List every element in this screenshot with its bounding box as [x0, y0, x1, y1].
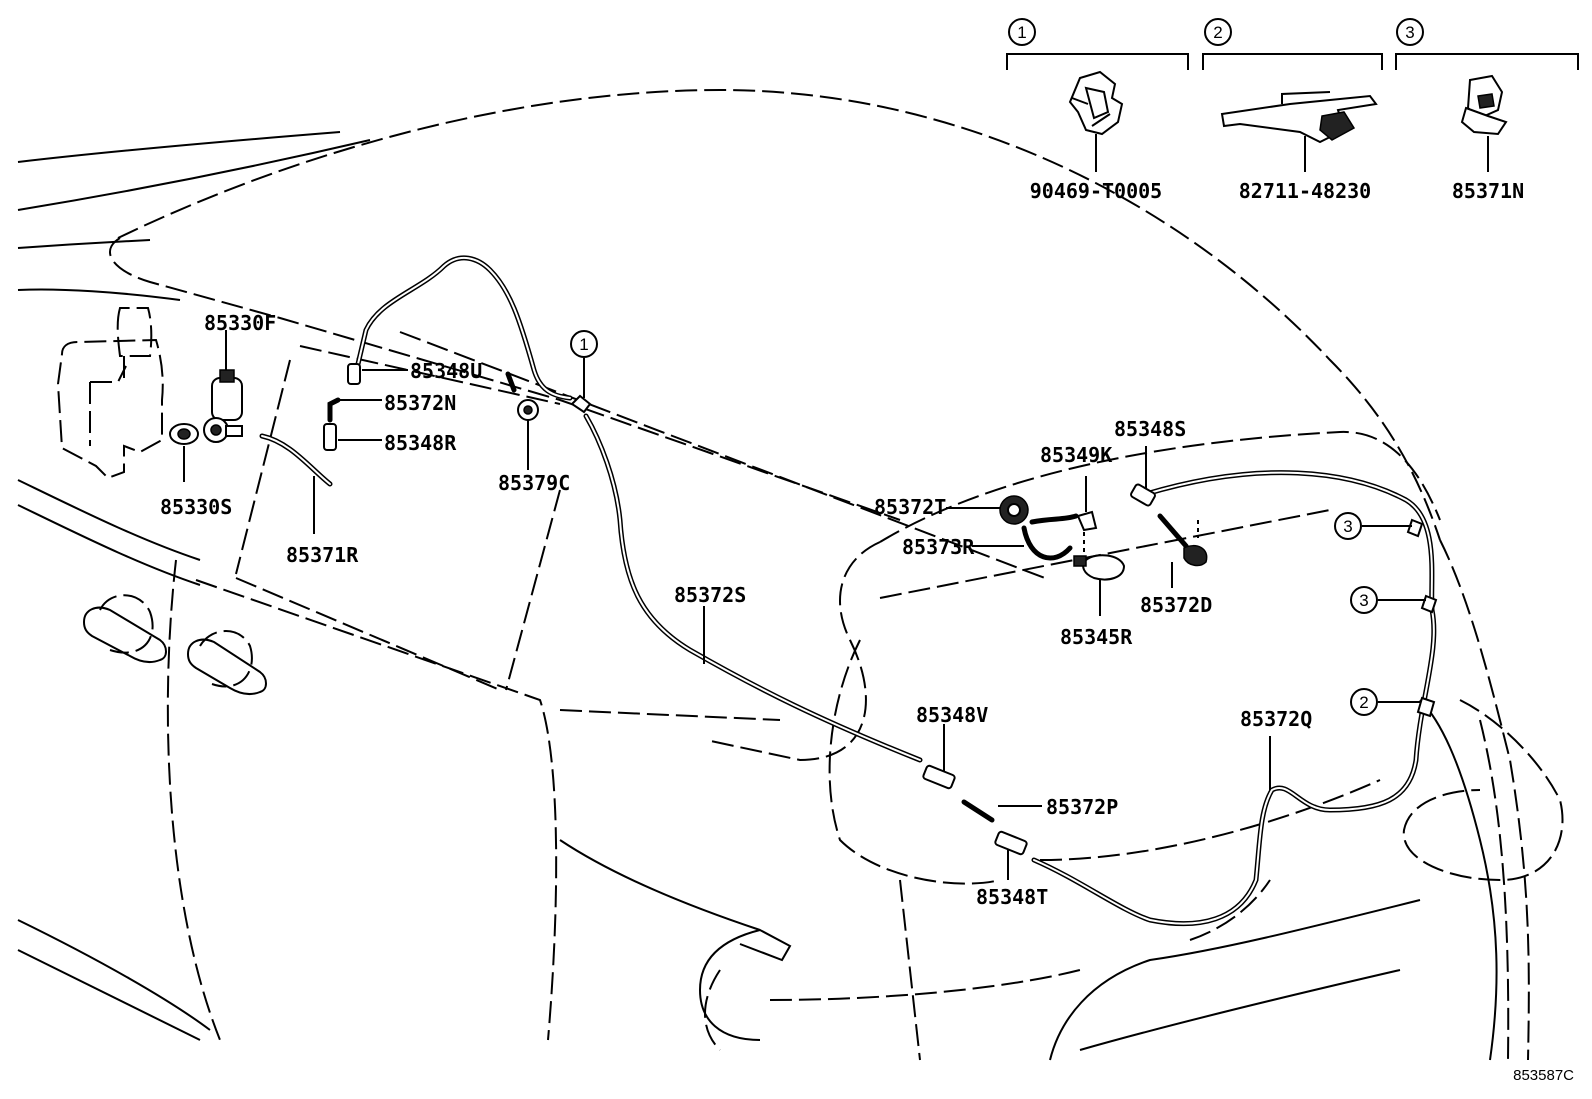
clip-callout-1-location	[570, 358, 592, 414]
legend-callout-1-number: 1	[1017, 23, 1026, 42]
grommet-85372t	[946, 495, 1029, 525]
nozzle-85345r	[1073, 554, 1126, 616]
legend-bracket-3	[1395, 53, 1579, 70]
label-85372d: 85372D	[1140, 593, 1212, 617]
label-85348t: 85348T	[976, 885, 1048, 909]
hose-85373r	[972, 513, 1079, 561]
hose-85371r	[259, 433, 333, 534]
joint-85349k	[1076, 476, 1098, 552]
label-85379c: 85379C	[498, 471, 570, 495]
legend-part-3-label: 85371N	[1452, 179, 1524, 203]
legend-part-2-label: 82711-48230	[1239, 179, 1371, 203]
bracket-82711-icon	[1220, 91, 1378, 172]
joint-85348v	[922, 724, 956, 790]
svg-text:1: 1	[579, 335, 588, 354]
rear-door-handle	[186, 630, 267, 696]
label-85349k: 85349K	[1040, 443, 1112, 467]
svg-text:2: 2	[1359, 693, 1368, 712]
clip-90469-icon	[1068, 70, 1124, 172]
label-85372t: 85372T	[874, 495, 946, 519]
joint-85348s	[1130, 446, 1156, 507]
label-85372s: 85372S	[674, 583, 746, 607]
washer-pump	[203, 330, 243, 443]
legend-callout-3-number: 3	[1405, 23, 1414, 42]
legend: 1 2 3 90469-T0005 82711-48230	[1006, 18, 1579, 203]
hose-85372s	[583, 413, 923, 763]
pump-grommet	[169, 423, 199, 482]
legend-bracket-2	[1202, 53, 1383, 70]
label-85372n: 85372N	[384, 391, 456, 415]
label-85345r: 85345R	[1060, 625, 1133, 649]
label-85372q: 85372Q	[1240, 707, 1312, 731]
callout-1: 1	[570, 330, 598, 358]
joint-85348r	[323, 423, 382, 451]
legend-callout-1	[1008, 18, 1036, 46]
label-85372p: 85372P	[1046, 795, 1118, 819]
callout-3-lower: 3	[1350, 586, 1378, 614]
washer-tank	[56, 307, 164, 480]
legend-bracket-1	[1006, 53, 1189, 70]
front-door-handle	[82, 594, 167, 664]
legend-callout-3	[1396, 18, 1424, 46]
callout-3-upper: 3	[1334, 512, 1362, 540]
rear-clips	[1362, 518, 1438, 718]
hose-85372n	[327, 397, 382, 423]
callout-2: 2	[1350, 688, 1378, 716]
grommet-85379c	[505, 371, 539, 470]
label-85371r: 85371R	[286, 543, 359, 567]
label-85373r: 85373R	[902, 535, 975, 559]
hose-front-upper	[355, 255, 573, 401]
legend-callout-2	[1204, 18, 1232, 46]
label-85348s: 85348S	[1114, 417, 1186, 441]
rear-nozzle-85345r	[1183, 544, 1208, 567]
vehicle-body-outline	[17, 88, 1564, 1061]
hose-85372q	[1031, 470, 1437, 927]
diagram-code: 853587C	[1513, 1067, 1574, 1084]
svg-text:3: 3	[1343, 517, 1352, 536]
legend-callout-2-number: 2	[1213, 23, 1222, 42]
label-85348v: 85348V	[916, 703, 988, 727]
label-85348r: 85348R	[384, 431, 457, 455]
joint-85348t	[994, 830, 1028, 880]
label-85330s: 85330S	[160, 495, 232, 519]
part-labels: 85330F 85330S 85371R 85348U 85372N 85348…	[160, 311, 1312, 909]
hose-85372p	[961, 799, 1042, 823]
svg-text:3: 3	[1359, 591, 1368, 610]
label-85330f: 85330F	[204, 311, 276, 335]
joint-85348u	[347, 363, 408, 385]
clip-85371n-icon	[1460, 74, 1508, 172]
label-85348u: 85348U	[410, 359, 482, 383]
